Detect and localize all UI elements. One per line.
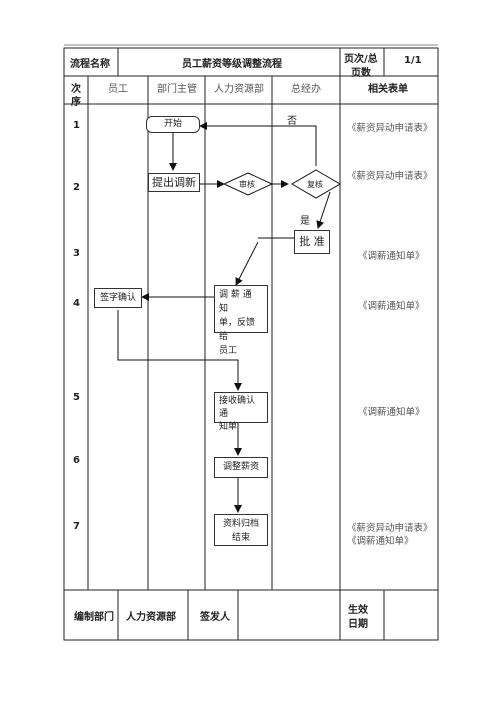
form-entry: 《调薪通知单》 — [358, 251, 425, 262]
row-number: 6 — [73, 455, 80, 466]
form-entry: 《调薪通知单》 — [358, 301, 425, 312]
approve-node: 批 准 — [294, 230, 330, 254]
col-employee: 员工 — [108, 84, 128, 95]
footer-dept-label: 编制部门 — [74, 612, 114, 623]
archive-line: 结束 — [231, 533, 250, 543]
form-entry: 《调薪通知单》 — [347, 536, 414, 547]
form-entry: 《薪资异动申请表》 — [347, 171, 433, 182]
receive-line: 知单 — [219, 422, 238, 432]
row-number: 1 — [73, 120, 80, 131]
page-count-value: 1/1 — [404, 55, 422, 66]
row-number: 7 — [73, 521, 80, 532]
row-number: 4 — [73, 298, 80, 309]
notify-node: 调 薪 通 知 单，反馈给 员工 — [214, 285, 268, 356]
form-entry: 《调薪通知单》 — [358, 407, 425, 418]
recheck-label: 复核 — [307, 180, 323, 189]
archive-node: 资料归档 结束 — [214, 514, 268, 546]
row-number: 5 — [73, 392, 80, 403]
notify-line: 单，反馈给 — [219, 318, 256, 342]
seq-header: 次 — [71, 84, 81, 95]
start-node: 开始 — [146, 116, 200, 133]
receive-node: 接收确认通 知单 — [214, 392, 268, 432]
recheck-diamond — [291, 169, 341, 199]
footer-effective-label: 生效 — [348, 605, 368, 616]
process-title: 员工薪资等级调整流程 — [182, 59, 282, 70]
archive-line: 资料归档 — [222, 519, 259, 529]
edge-label-no: 否 — [287, 116, 297, 127]
page-count-label-2: 页数 — [351, 68, 371, 79]
footer-effective-label-2: 日期 — [348, 619, 368, 630]
col-gm: 总经办 — [291, 84, 321, 95]
edge-label-yes: 是 — [300, 216, 310, 227]
page-count-label: 页次/总 — [344, 54, 378, 65]
process-name-label: 流程名称 — [70, 59, 110, 70]
row-number: 3 — [73, 248, 80, 259]
adjust-node: 调整薪资 — [214, 457, 268, 478]
review-diamond — [222, 172, 274, 196]
notify-line: 员工 — [219, 346, 238, 356]
form-entry: 《薪资异动申请表》 — [347, 523, 433, 534]
notify-line: 调 薪 通 知 — [219, 290, 252, 314]
footer-signer-label: 签发人 — [200, 612, 230, 623]
footer-dept-value: 人力资源部 — [126, 612, 176, 623]
sign-node: 签字确认 — [94, 288, 142, 308]
row-number: 2 — [73, 182, 80, 193]
col-hr: 人力资源部 — [214, 84, 264, 95]
seq-header-2: 序 — [71, 97, 81, 108]
propose-node: 提出调新 — [148, 173, 200, 192]
receive-line: 接收确认通 — [219, 396, 256, 419]
review-label: 审核 — [239, 180, 255, 189]
col-dept-head: 部门主管 — [157, 84, 197, 95]
col-forms: 相关表单 — [368, 84, 408, 95]
form-entry: 《薪资异动申请表》 — [347, 123, 433, 134]
